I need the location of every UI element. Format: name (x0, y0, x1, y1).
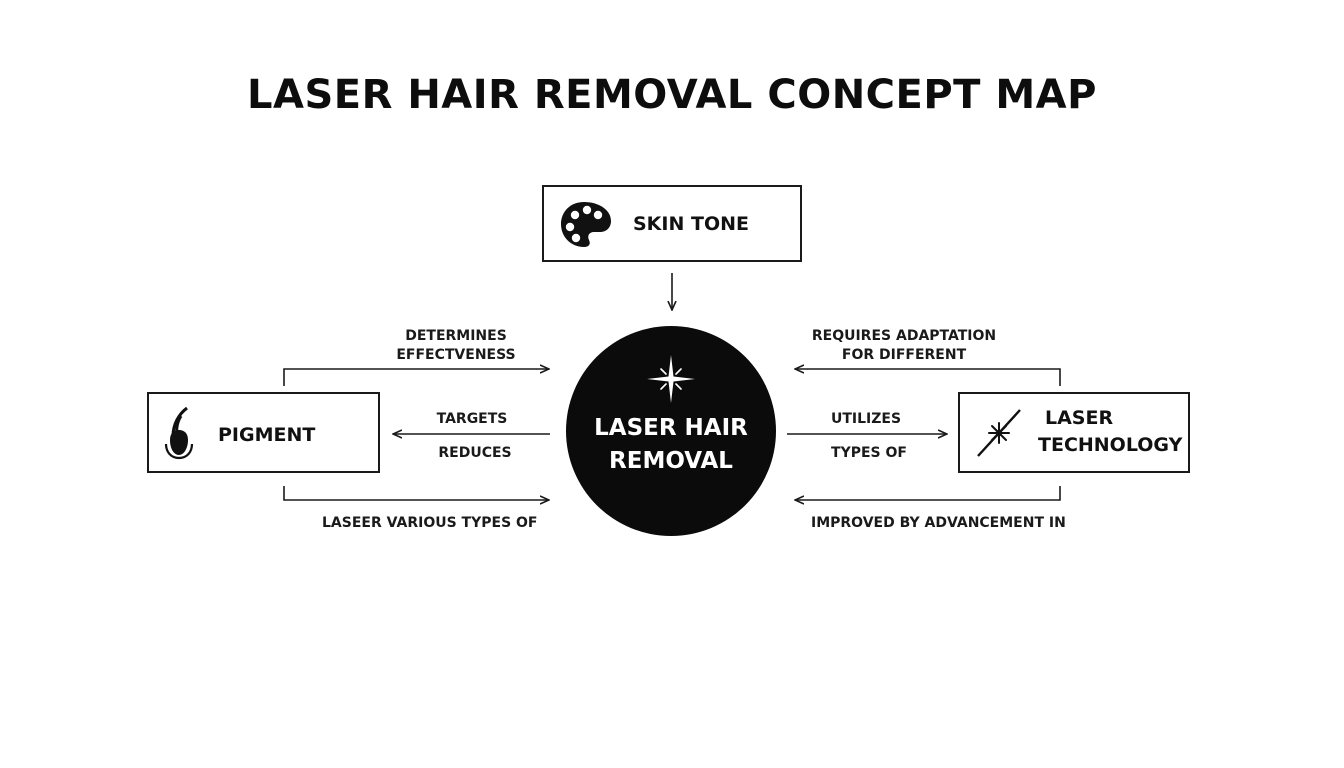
edge-label-line: EFFECTVENESS (396, 347, 516, 363)
edge-label-utilizes: UTILIZES (830, 411, 902, 427)
node-laser-technology: LASER TECHNOLOGY (958, 392, 1190, 473)
edge-label-improved-by-advancement: IMPROVED BY ADVANCEMENT IN (811, 515, 1066, 531)
node-laser-hair-removal: LASER HAIR REMOVAL (566, 326, 776, 536)
center-label: LASER HAIR REMOVAL (594, 415, 748, 474)
edge-label-determines-effectiveness: DETERMINES EFFECTVENESS (356, 327, 556, 365)
node-skin-tone: SKIN TONE (542, 185, 802, 262)
node-pigment: PIGMENT (147, 392, 380, 473)
edge-label-targets: TARGETS (436, 411, 508, 427)
sparkle-icon (647, 355, 695, 403)
laser-technology-label-line1: LASER (1045, 407, 1114, 429)
edge-label-requires-adaptation: REQUIRES ADAPTATION FOR DIFFERENT (794, 327, 1014, 365)
hair-follicle-icon (164, 406, 194, 460)
edge-determines-effectiveness (283, 369, 549, 386)
pigment-label: PIGMENT (218, 424, 316, 446)
page-title: LASER HAIR REMOVAL CONCEPT MAP (247, 72, 1097, 118)
edge-label-laseer-various-types-of: LASEER VARIOUS TYPES OF (322, 515, 538, 531)
edge-label-reduces: REDUCES (438, 445, 512, 461)
edge-label-line: FOR DIFFERENT (841, 347, 967, 363)
laser-technology-label-line2: TECHNOLOGY (1038, 434, 1183, 456)
skin-tone-label: SKIN TONE (633, 213, 749, 235)
edge-label-types-of: TYPES OF (831, 445, 907, 461)
edge-label-line: REQUIRES ADAPTATION (811, 328, 997, 344)
laser-beam-icon (977, 409, 1021, 457)
palette-icon (561, 202, 611, 247)
edge-laseer-various-types (283, 486, 549, 500)
edge-improved-by-advancement (795, 486, 1061, 500)
edge-requires-adaptation (795, 369, 1061, 386)
edge-label-line: DETERMINES (405, 328, 507, 344)
